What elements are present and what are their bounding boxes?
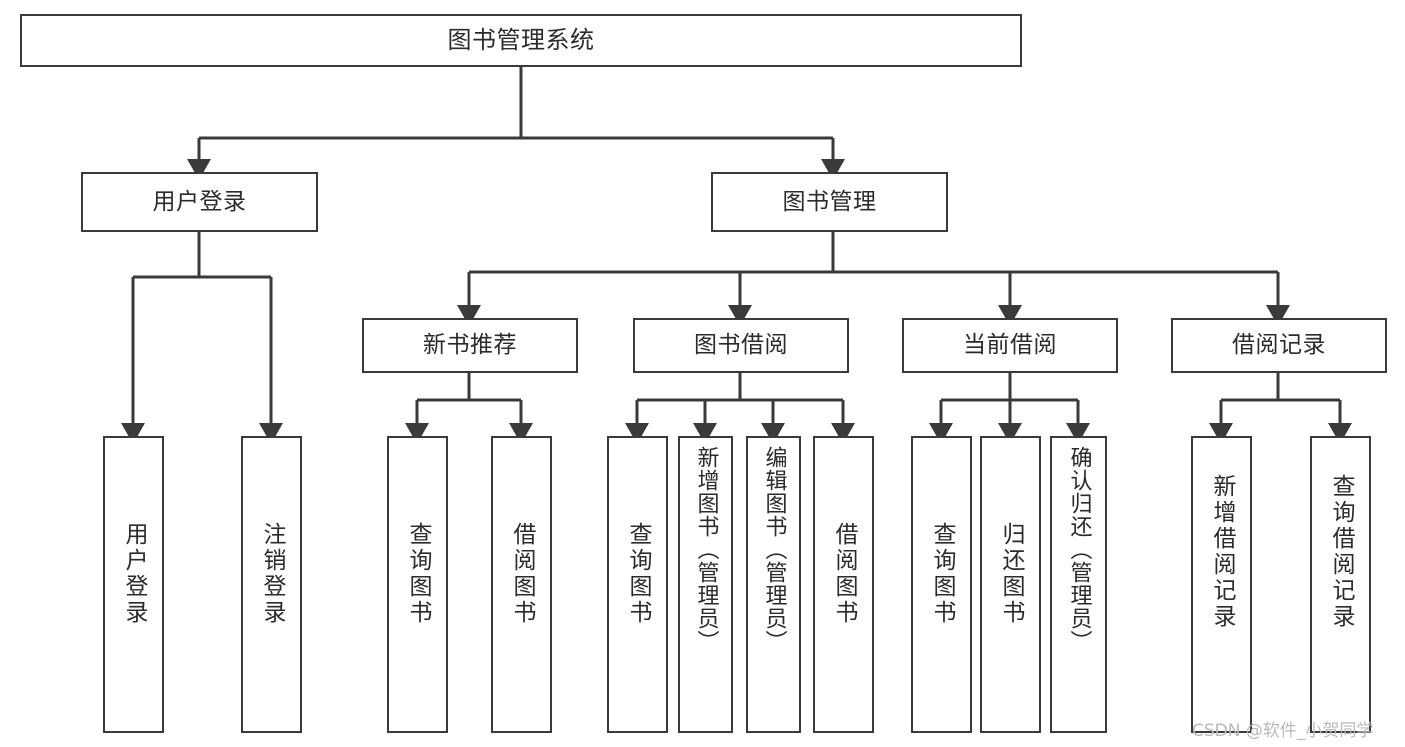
node-borrow-record[interactable]: 借阅记录 [1171, 318, 1387, 373]
node-book-management[interactable]: 图书管理 [711, 172, 948, 232]
leaf-borrow-book[interactable]: 借阅图书 [813, 436, 874, 733]
leaf-edit-book-admin[interactable]: 编辑图书（管理员） [746, 436, 801, 733]
leaf-borrow-book-recommend[interactable]: 借阅图书 [491, 436, 552, 733]
node-label: 当前借阅 [963, 332, 1057, 359]
leaf-add-borrow-record[interactable]: 新增借阅记录 [1191, 436, 1252, 733]
node-root-book-management-system[interactable]: 图书管理系统 [20, 14, 1022, 67]
leaf-query-book-borrow[interactable]: 查询图书 [607, 436, 668, 733]
node-label: 确认归还（管理员） [1066, 446, 1092, 653]
node-label: 查询图书 [405, 522, 431, 626]
leaf-query-borrow-record[interactable]: 查询借阅记录 [1310, 436, 1371, 733]
node-label: 图书借阅 [694, 332, 788, 359]
node-label: 注销登录 [259, 522, 285, 626]
node-label: 查询图书 [929, 522, 955, 626]
leaf-user-login[interactable]: 用户登录 [103, 436, 164, 733]
node-new-book-recommend[interactable]: 新书推荐 [362, 318, 578, 373]
leaf-logout[interactable]: 注销登录 [241, 436, 302, 733]
leaf-return-book[interactable]: 归还图书 [980, 436, 1041, 733]
leaf-query-book-recommend[interactable]: 查询图书 [387, 436, 448, 733]
node-label: 用户登录 [152, 188, 247, 215]
leaf-query-book-current[interactable]: 查询图书 [911, 436, 972, 733]
leaf-confirm-return-admin[interactable]: 确认归还（管理员） [1050, 436, 1107, 733]
node-book-borrow[interactable]: 图书借阅 [633, 318, 849, 373]
node-label: 编辑图书（管理员） [761, 446, 787, 653]
node-label: 借阅图书 [509, 522, 535, 626]
node-user-login[interactable]: 用户登录 [81, 172, 318, 232]
node-label: 借阅图书 [831, 522, 857, 626]
node-label: 新增借阅记录 [1209, 474, 1235, 630]
watermark-text: CSDN @软件_小贺同学 [1192, 721, 1374, 741]
node-label: 图书管理 [782, 188, 877, 215]
node-label: 查询图书 [625, 522, 651, 626]
node-label: 图书管理系统 [447, 25, 595, 54]
node-label: 查询借阅记录 [1328, 474, 1354, 630]
node-label: 用户登录 [121, 522, 147, 626]
node-label: 归还图书 [998, 522, 1024, 626]
node-label: 新增图书（管理员） [693, 446, 719, 653]
node-current-borrow[interactable]: 当前借阅 [902, 318, 1118, 373]
leaf-add-book-admin[interactable]: 新增图书（管理员） [678, 436, 733, 733]
node-label: 新书推荐 [423, 332, 517, 359]
node-label: 借阅记录 [1232, 332, 1326, 359]
